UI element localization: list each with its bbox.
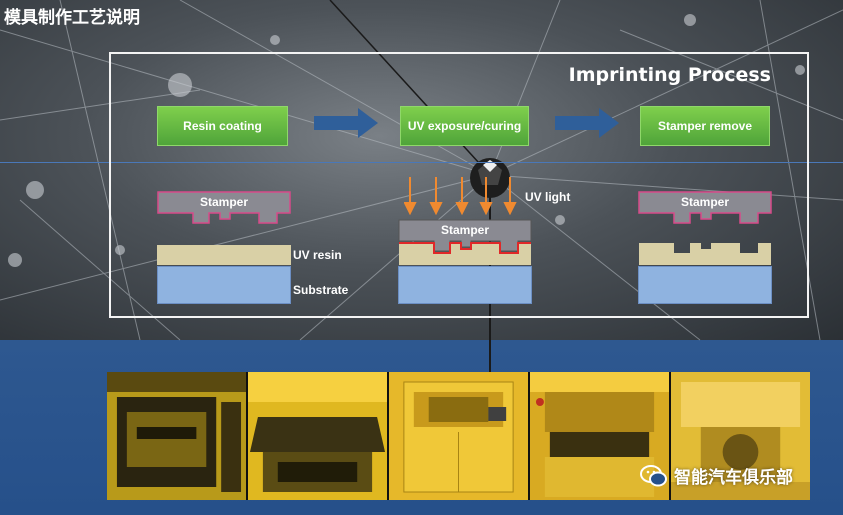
imprinting-process-panel: Imprinting Process [109, 52, 809, 318]
substrate-layer [157, 266, 291, 304]
step-stamper-remove: Stamper remove [640, 106, 770, 146]
substrate-layer [638, 266, 772, 304]
equipment-photo-2 [248, 372, 387, 500]
equipment-photo-3 [389, 372, 528, 500]
stamper-label: Stamper [680, 195, 730, 209]
divider-line [0, 162, 843, 163]
diagram-title: Imprinting Process [568, 64, 771, 86]
arrow-right-icon [555, 108, 619, 138]
uv-light-arrows-icon [404, 177, 517, 215]
step-resin-coating: Resin coating [157, 106, 288, 146]
page-title: 模具制作工艺说明 [4, 8, 140, 28]
substrate-label: Substrate [293, 283, 349, 297]
equipment-photo-5 [671, 372, 810, 500]
stamper-label: Stamper [440, 223, 490, 237]
step-label: Resin coating [183, 119, 262, 133]
uv-resin-layer [157, 245, 291, 265]
wechat-icon [640, 464, 667, 486]
equipment-photo-1 [107, 372, 246, 500]
stamper-block: Stamper [638, 191, 772, 227]
stamper-label: Stamper [199, 195, 249, 209]
substrate-layer [398, 266, 532, 304]
step-label: Stamper remove [657, 119, 753, 133]
patterned-resin-layer [639, 243, 771, 265]
arrow-right-icon [314, 108, 378, 138]
step-label: UV exposure/curing [407, 119, 522, 133]
resin-under-stamper [399, 242, 531, 265]
equipment-photo-4 [530, 372, 669, 500]
uv-resin-label: UV resin [293, 248, 342, 262]
watermark: 智能汽车俱乐部 [640, 463, 793, 488]
step-uv-exposure: UV exposure/curing [400, 106, 529, 146]
uv-light-label: UV light [525, 190, 571, 204]
equipment-photo-strip [107, 372, 810, 500]
stamper-block: Stamper [398, 219, 532, 255]
stamper-block: Stamper [157, 191, 291, 227]
watermark-text: 智能汽车俱乐部 [674, 468, 793, 488]
